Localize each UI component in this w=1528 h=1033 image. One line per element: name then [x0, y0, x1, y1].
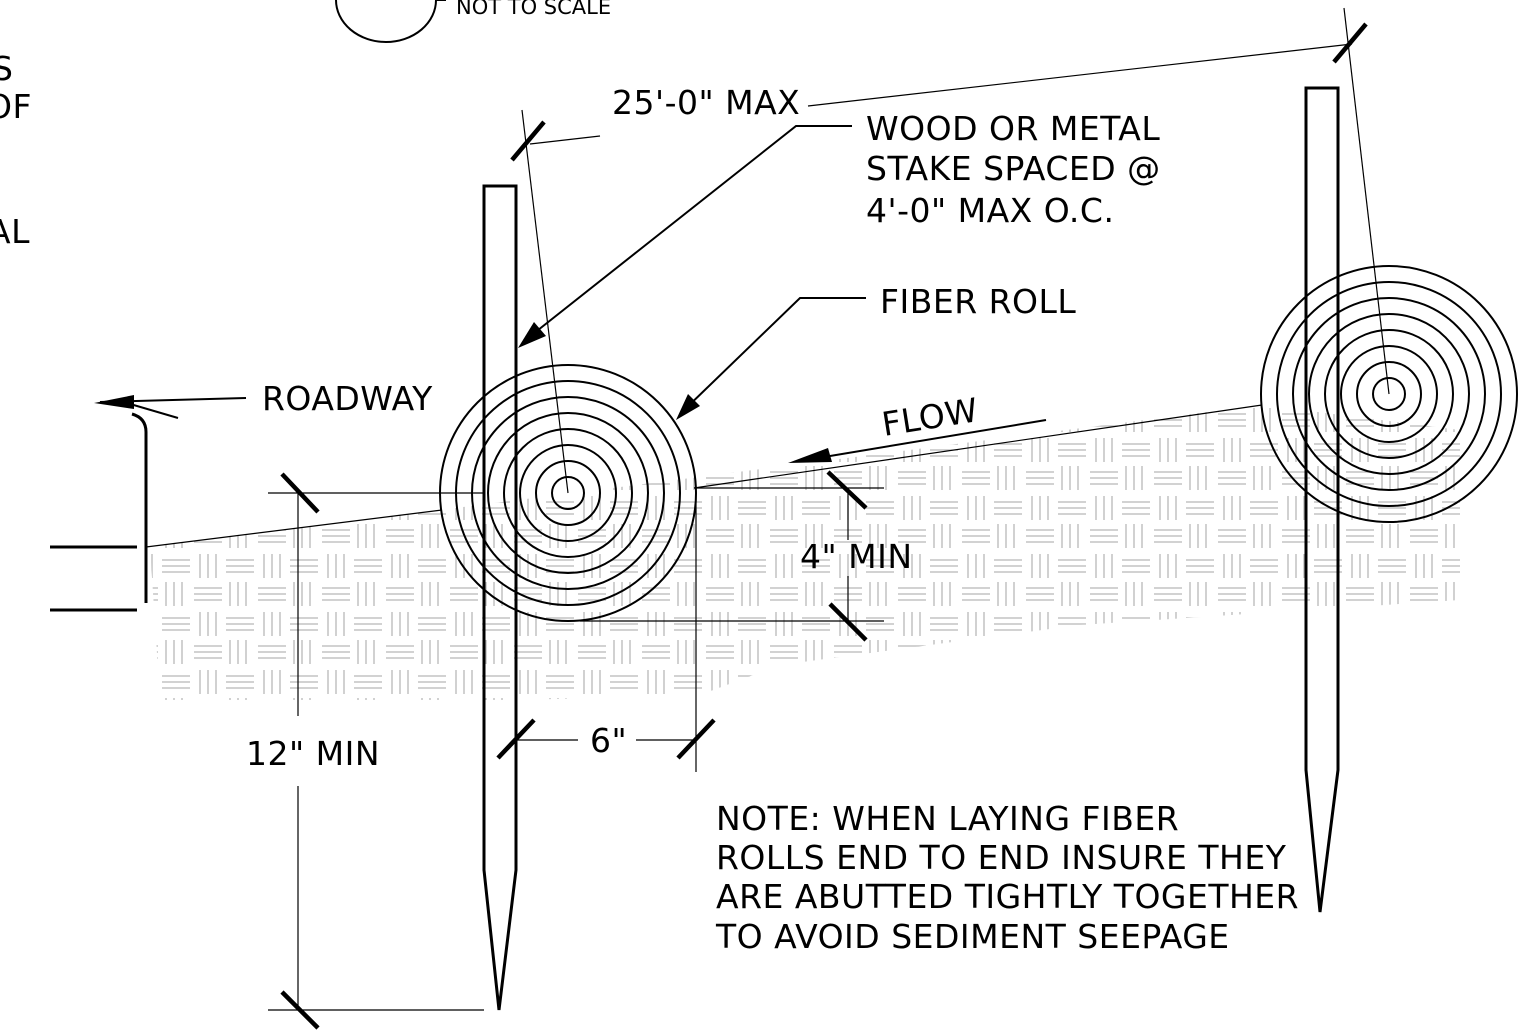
offset-label: 6": [590, 721, 627, 760]
note-line-3: ARE ABUTTED TIGHTLY TOGETHER: [716, 877, 1299, 916]
roadway-leader: ROADWAY: [94, 379, 433, 419]
fiber-roll-label: FIBER ROLL: [880, 282, 1076, 321]
flow-label: FLOW: [879, 390, 981, 444]
scale-note: NOT TO SCALE: [456, 0, 611, 19]
scale-bubble: NOT TO SCALE: [335, 0, 611, 43]
fiber-roll-leader: FIBER ROLL: [676, 282, 1076, 420]
roadway-label: ROADWAY: [262, 379, 433, 418]
spacing-dimension: 25'-0" MAX: [510, 7, 1390, 494]
depth-label: 4" MIN: [800, 537, 913, 576]
embed-dimension: 12" MIN: [246, 472, 484, 1030]
note-line-4: TO AVOID SEDIMENT SEEPAGE: [715, 917, 1230, 956]
left-margin-fragments: S OF AL: [0, 49, 32, 251]
note-line-2: ROLLS END TO END INSURE THEY: [716, 838, 1287, 877]
note-line-1: NOTE: WHEN LAYING FIBER: [716, 799, 1179, 838]
offset-dimension: 6": [496, 492, 716, 772]
stake-leader: WOOD OR METAL STAKE SPACED @ 4'-0" MAX O…: [518, 109, 1161, 348]
margin-fragment-2: OF: [0, 87, 32, 126]
margin-fragment-1: S: [0, 49, 13, 88]
spacing-label: 25'-0" MAX: [612, 83, 800, 122]
ground-line-left: [145, 509, 443, 548]
embed-label: 12" MIN: [246, 734, 380, 773]
ground-line-right: [693, 404, 1263, 489]
fiber-roll-right: [1260, 265, 1518, 523]
stake-label-line2: STAKE SPACED @: [866, 149, 1161, 188]
depth-dimension: 4" MIN: [580, 470, 913, 642]
stake-right: [1304, 86, 1340, 913]
margin-fragment-3: AL: [0, 212, 30, 251]
stake-label-line1: WOOD OR METAL: [866, 109, 1160, 148]
general-note: NOTE: WHEN LAYING FIBER ROLLS END TO END…: [715, 799, 1299, 956]
roadway-curb: [50, 412, 148, 612]
stake-label-line3: 4'-0" MAX O.C.: [866, 191, 1114, 230]
stake-left: [482, 184, 518, 1011]
